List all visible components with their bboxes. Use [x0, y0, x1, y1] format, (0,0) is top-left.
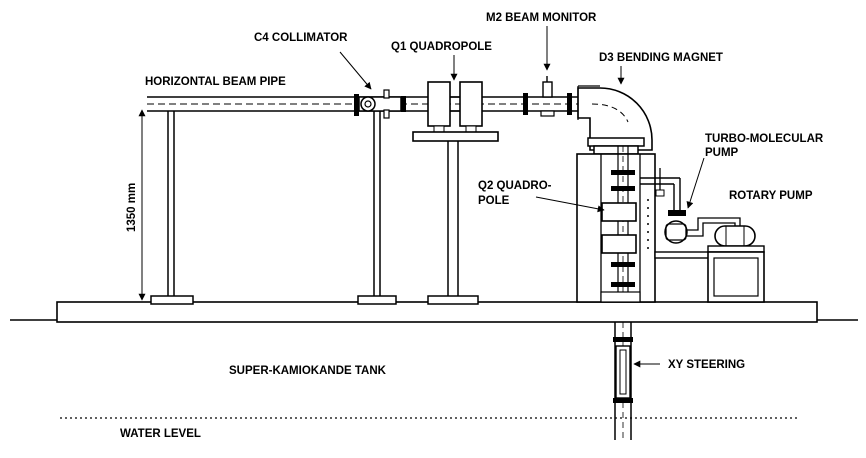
q1-quadropole: [412, 81, 499, 305]
label-q1-quadropole: Q1 QUADROPOLE: [391, 41, 492, 53]
label-turbo-molecular-pump-1: TURBO-MOLECULAR: [705, 133, 824, 145]
label-q2-quadropole-2: POLE: [478, 195, 510, 207]
c4-collimator: [354, 89, 406, 119]
label-arrows: [339, 26, 705, 368]
label-horizontal-beam-pipe: HORIZONTAL BEAM PIPE: [145, 76, 286, 88]
q2-quadropole: [601, 202, 637, 254]
label-turbo-molecular-pump-2: PUMP: [705, 147, 739, 159]
label-c4-collimator: C4 COLLIMATOR: [254, 32, 348, 44]
label-d3-bending-magnet: D3 BENDING MAGNET: [599, 52, 723, 64]
vertical-pipe-into-tank: [613, 322, 633, 440]
d3-bending-magnet: [577, 85, 653, 151]
ground: [10, 301, 858, 323]
turbo-molecular-pump: [640, 168, 711, 259]
rotary-pump: [686, 217, 765, 303]
label-m2-beam-monitor: M2 BEAM MONITOR: [486, 12, 597, 24]
label-q2-quadropole-1: Q2 QUADRO-: [478, 180, 552, 192]
m2-beam-monitor: [523, 76, 572, 117]
label-xy-steering: XY STEERING: [668, 359, 745, 371]
label-water-level: WATER LEVEL: [120, 428, 201, 440]
label-height-dimension: 1350 mm: [126, 183, 138, 232]
support-stand-2: [357, 111, 397, 305]
support-stand-1: [150, 111, 194, 305]
label-tank: SUPER-KAMIOKANDE TANK: [229, 365, 387, 377]
label-rotary-pump: ROTARY PUMP: [729, 190, 813, 202]
